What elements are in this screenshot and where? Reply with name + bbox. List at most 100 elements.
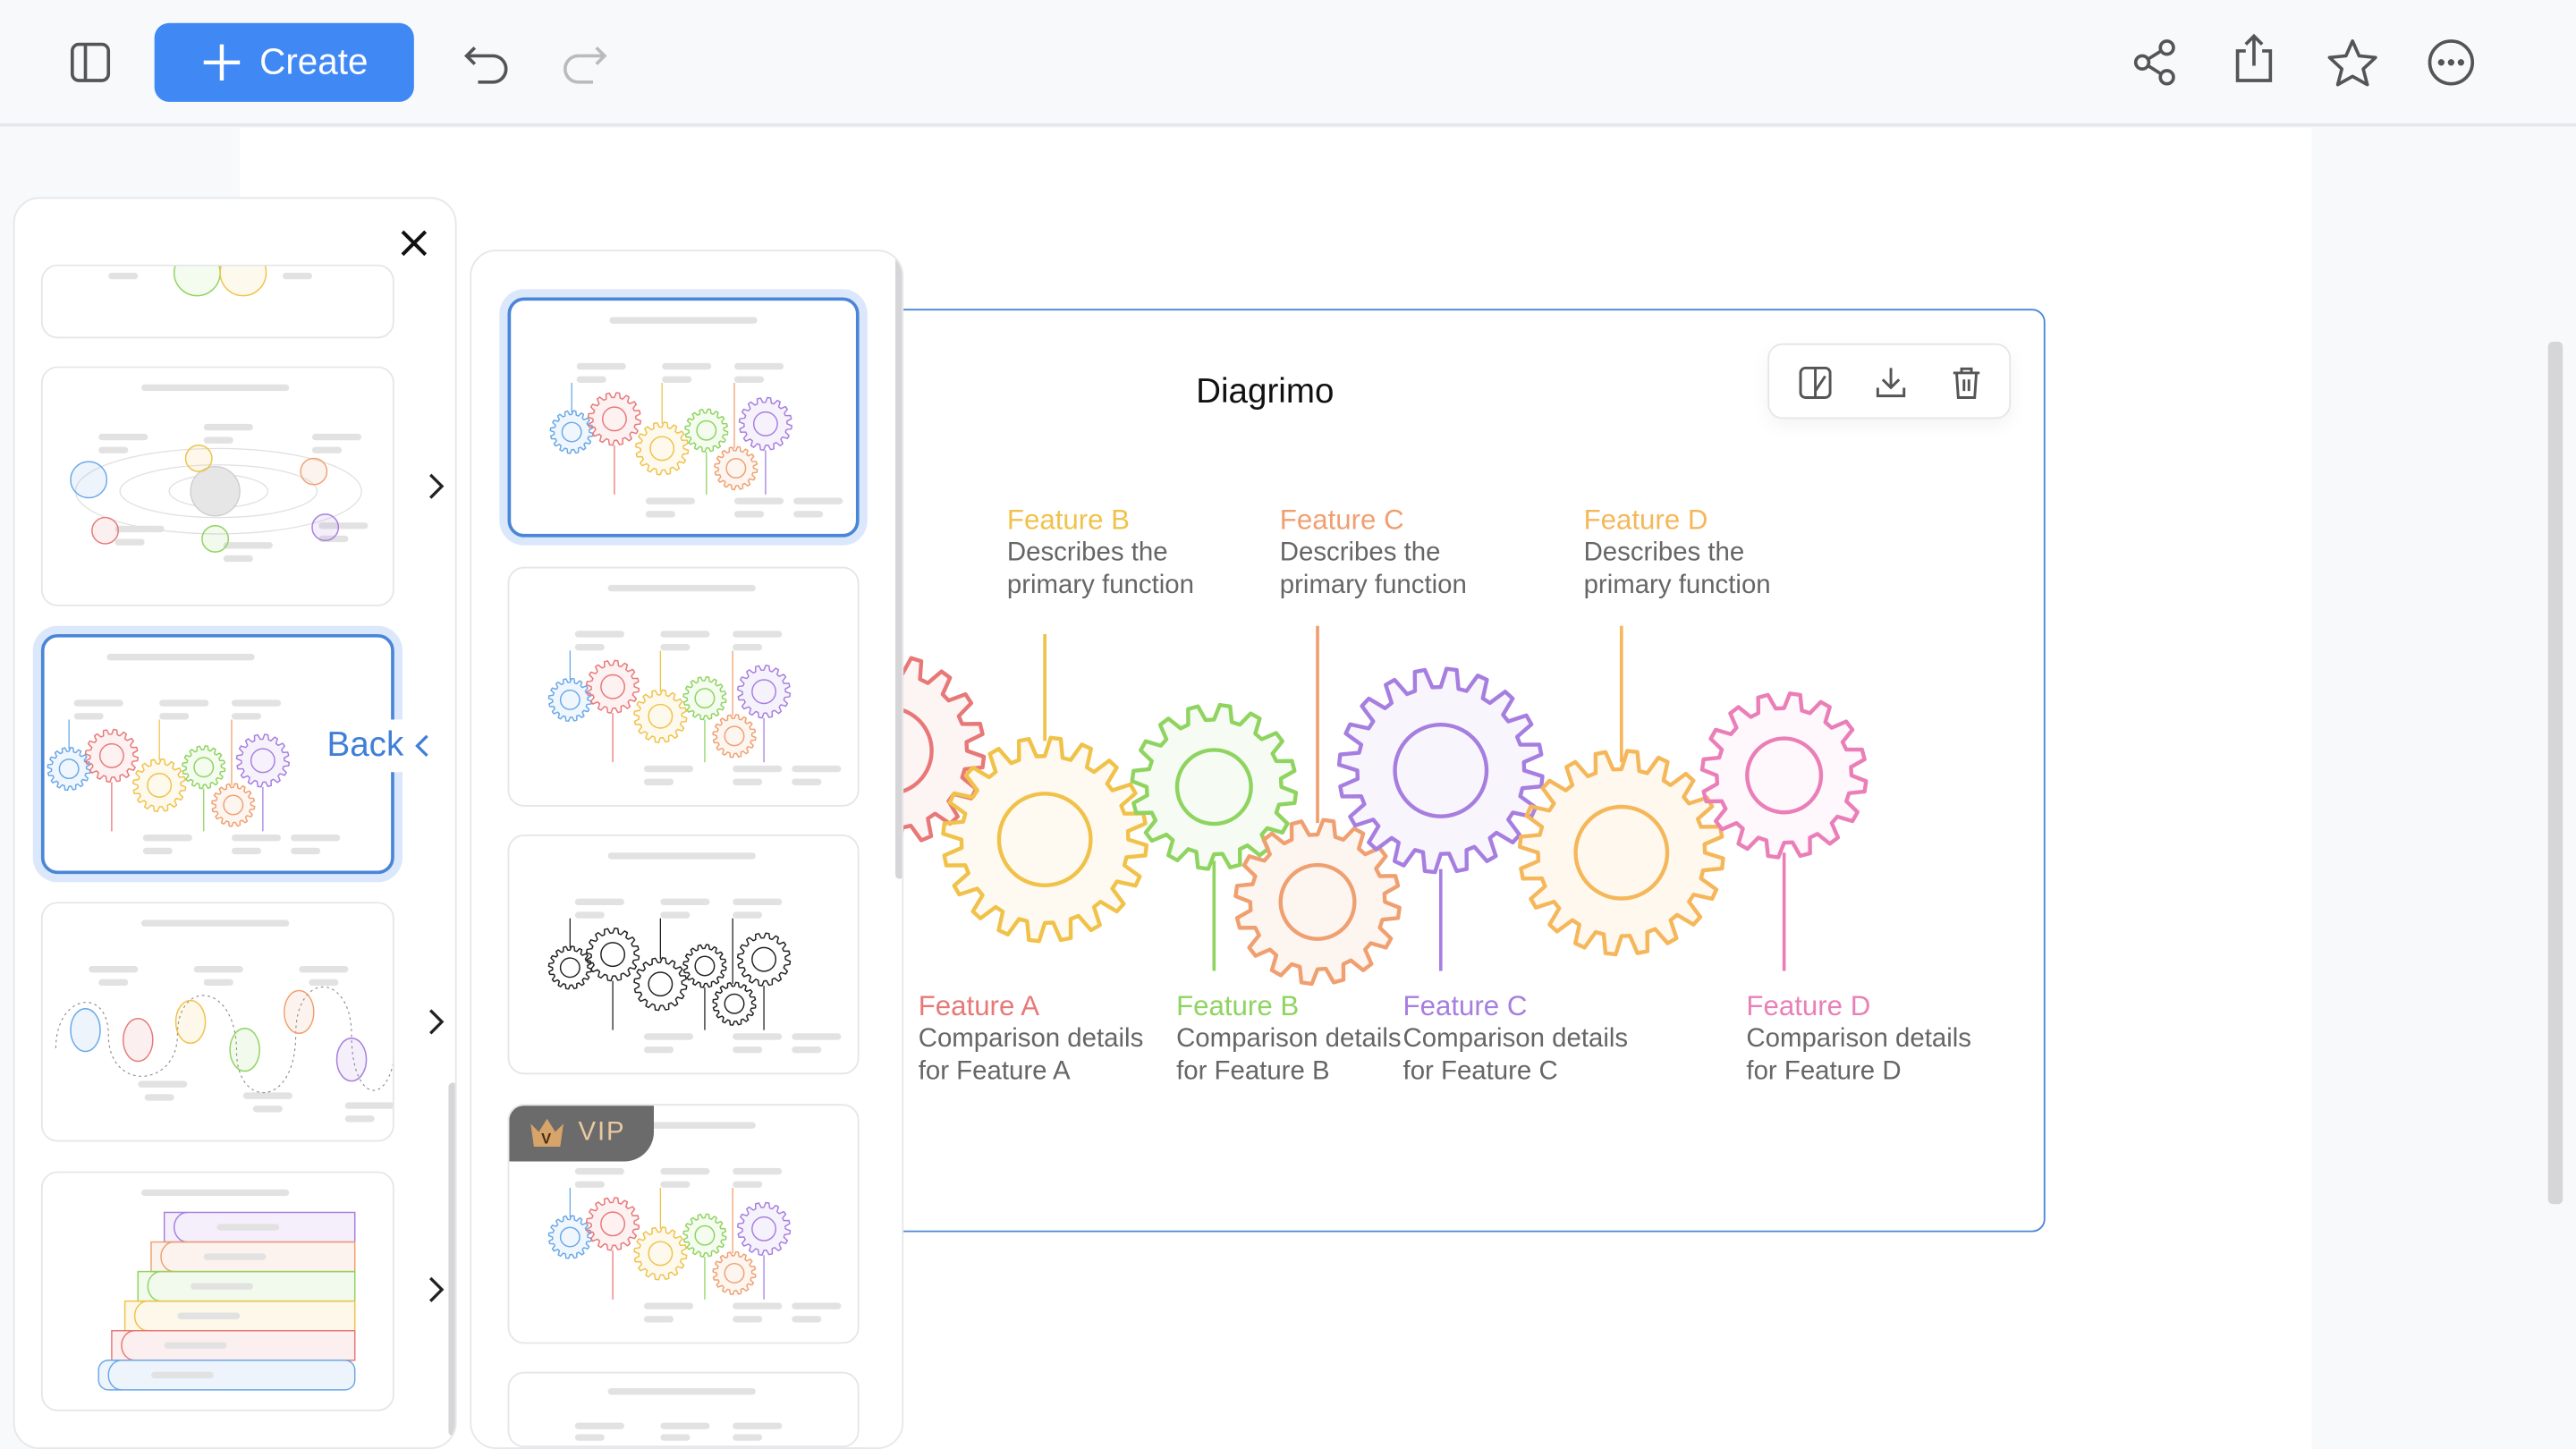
gear-hub — [724, 1262, 745, 1284]
circle-node — [70, 461, 108, 499]
label-line: for Feature B — [1176, 1057, 1330, 1087]
create-button[interactable]: Create — [154, 22, 414, 102]
placeholder-text — [793, 497, 843, 504]
placeholder-text — [734, 376, 765, 383]
placeholder-text — [98, 433, 148, 441]
gear-icon — [684, 408, 729, 453]
close-icon[interactable] — [386, 216, 442, 271]
placeholder-text — [159, 713, 190, 720]
gear-diagram — [792, 625, 1868, 987]
placeholder-text — [231, 847, 262, 855]
gear-hub — [648, 971, 674, 997]
placeholder-text — [643, 778, 674, 785]
placeholder-text — [660, 911, 691, 919]
label-line: for Feature D — [1746, 1057, 1902, 1087]
undo-icon[interactable] — [458, 35, 513, 90]
style-icon[interactable] — [1787, 355, 1843, 411]
gear-hub — [1745, 736, 1824, 815]
gear-icon — [547, 945, 592, 990]
placeholder-text — [574, 1181, 605, 1188]
back-label: Back — [326, 725, 404, 765]
gear-icon — [736, 1201, 792, 1256]
circle-node — [184, 445, 213, 472]
gear-hub — [1393, 722, 1489, 818]
chevron-left-icon — [414, 734, 428, 758]
placeholder-text — [733, 643, 763, 651]
placeholder-text — [159, 699, 209, 707]
variant-thumb-vip[interactable]: V VIP — [507, 1104, 860, 1344]
gear-icon — [1336, 666, 1545, 875]
trash-icon[interactable] — [1938, 355, 1994, 411]
download-icon[interactable] — [1863, 355, 1919, 411]
gear-icon — [738, 396, 793, 451]
placeholder-text — [609, 317, 758, 324]
category-thumb-orbit[interactable] — [40, 366, 394, 606]
category-scrollbar[interactable] — [448, 1082, 455, 1436]
chevron-right-icon[interactable] — [419, 1273, 452, 1306]
variant-thumb-colored-selected[interactable] — [507, 297, 860, 538]
placeholder-text — [734, 497, 784, 504]
chevron-right-icon[interactable] — [419, 470, 452, 503]
sidebar-toggle-icon[interactable] — [63, 35, 118, 90]
layer-curl — [160, 1241, 174, 1273]
category-thumb[interactable] — [40, 264, 394, 339]
gear-icon — [182, 745, 226, 790]
placeholder-text — [734, 511, 765, 518]
gear-icon — [1699, 691, 1868, 860]
gear-hub — [193, 757, 215, 778]
placeholder-text — [318, 522, 369, 530]
placeholder-text — [291, 835, 341, 842]
label-line: Describes the — [1583, 538, 1745, 567]
circle-node — [311, 513, 340, 542]
category-thumb-wave[interactable] — [40, 902, 394, 1142]
placeholder-text — [733, 1181, 763, 1188]
placeholder-text — [108, 272, 139, 280]
placeholder-text — [645, 497, 695, 504]
placeholder-text — [574, 1434, 605, 1441]
label-title: Feature A — [918, 990, 1040, 1022]
template-category-panel: Back — [13, 197, 457, 1449]
placeholder-text — [98, 979, 129, 987]
more-icon[interactable] — [2423, 35, 2479, 90]
variant-thumb[interactable] — [507, 1371, 860, 1448]
placeholder-text — [792, 1302, 842, 1309]
placeholder-text — [660, 1434, 691, 1441]
placeholder-text — [140, 1189, 290, 1197]
gear-icon — [714, 445, 758, 491]
gear-hub — [694, 688, 716, 709]
placeholder-text — [138, 1080, 188, 1088]
back-button[interactable]: Back — [326, 719, 439, 773]
variant-thumb-black[interactable] — [507, 835, 860, 1075]
placeholder-text — [643, 1046, 674, 1054]
gear-hub — [147, 772, 173, 798]
gear-icon — [547, 1215, 592, 1259]
placeholder-text — [344, 1115, 375, 1123]
placeholder-text — [73, 713, 104, 720]
variant-scrollbar[interactable] — [895, 254, 902, 879]
star-icon[interactable] — [2325, 35, 2380, 90]
svg-text:V: V — [541, 1130, 553, 1147]
gear-icon — [1517, 749, 1725, 957]
circle-node — [219, 266, 267, 297]
category-thumb-stack[interactable] — [40, 1171, 394, 1411]
chevron-right-icon[interactable] — [419, 1005, 452, 1038]
placeholder-text — [733, 765, 783, 773]
placeholder-text — [223, 555, 253, 563]
redo-icon[interactable] — [557, 35, 613, 90]
variant-thumb-colored-light[interactable] — [507, 566, 860, 807]
share-icon[interactable] — [2128, 35, 2183, 90]
export-icon[interactable] — [2226, 31, 2282, 87]
layer-curl — [107, 1360, 122, 1391]
gear-hub — [694, 1224, 716, 1246]
label-title: Feature C — [1402, 990, 1528, 1022]
canvas-scrollbar[interactable] — [2547, 342, 2563, 1205]
placeholder-text — [643, 1033, 694, 1040]
gear-icon — [235, 733, 290, 788]
placeholder-text — [242, 1092, 292, 1099]
label-line: Comparison details — [918, 1025, 1144, 1054]
